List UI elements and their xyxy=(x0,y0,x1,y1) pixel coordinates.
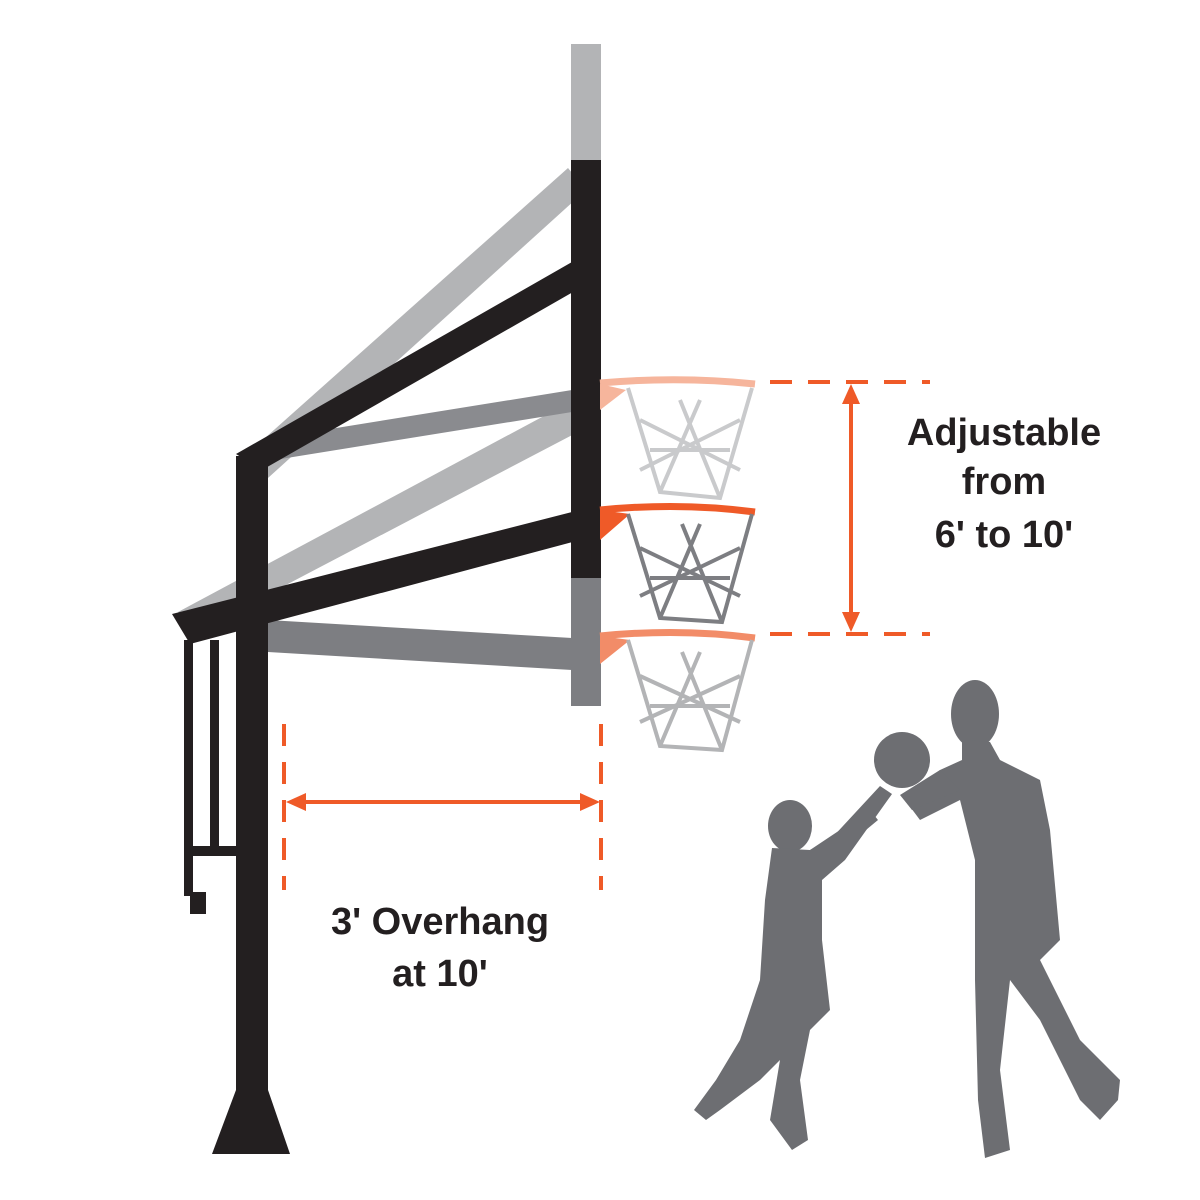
pole xyxy=(236,456,268,1106)
basketball xyxy=(874,732,930,788)
overhang-dimension xyxy=(282,724,603,890)
hoop-system-main xyxy=(172,160,601,1154)
arrow-right-icon xyxy=(580,793,600,811)
ghost-backboard-high xyxy=(178,44,601,630)
arrow-left-icon xyxy=(286,793,306,811)
svg-text:from: from xyxy=(962,461,1046,503)
gas-strut xyxy=(184,640,193,896)
rim-ghost-low xyxy=(599,628,756,753)
base-plate xyxy=(212,1090,290,1154)
arrow-up-icon xyxy=(842,384,860,404)
svg-text:Adjustable: Adjustable xyxy=(907,412,1101,454)
svg-text:at 10': at 10' xyxy=(392,953,488,995)
rim-main xyxy=(599,502,756,625)
ghost-backboard-low xyxy=(268,578,601,706)
height-range-label: Adjustable from 6' to 10' xyxy=(907,412,1101,556)
overhang-label: 3' Overhang at 10' xyxy=(331,901,549,995)
arrow-down-icon xyxy=(842,612,860,632)
silhouette-adult xyxy=(900,680,1120,1158)
svg-text:3' Overhang: 3' Overhang xyxy=(331,901,549,943)
height-dimension xyxy=(770,380,930,636)
svg-text:6' to 10': 6' to 10' xyxy=(935,514,1073,556)
silhouette-child xyxy=(694,786,892,1150)
rim-ghost-high xyxy=(599,376,756,501)
